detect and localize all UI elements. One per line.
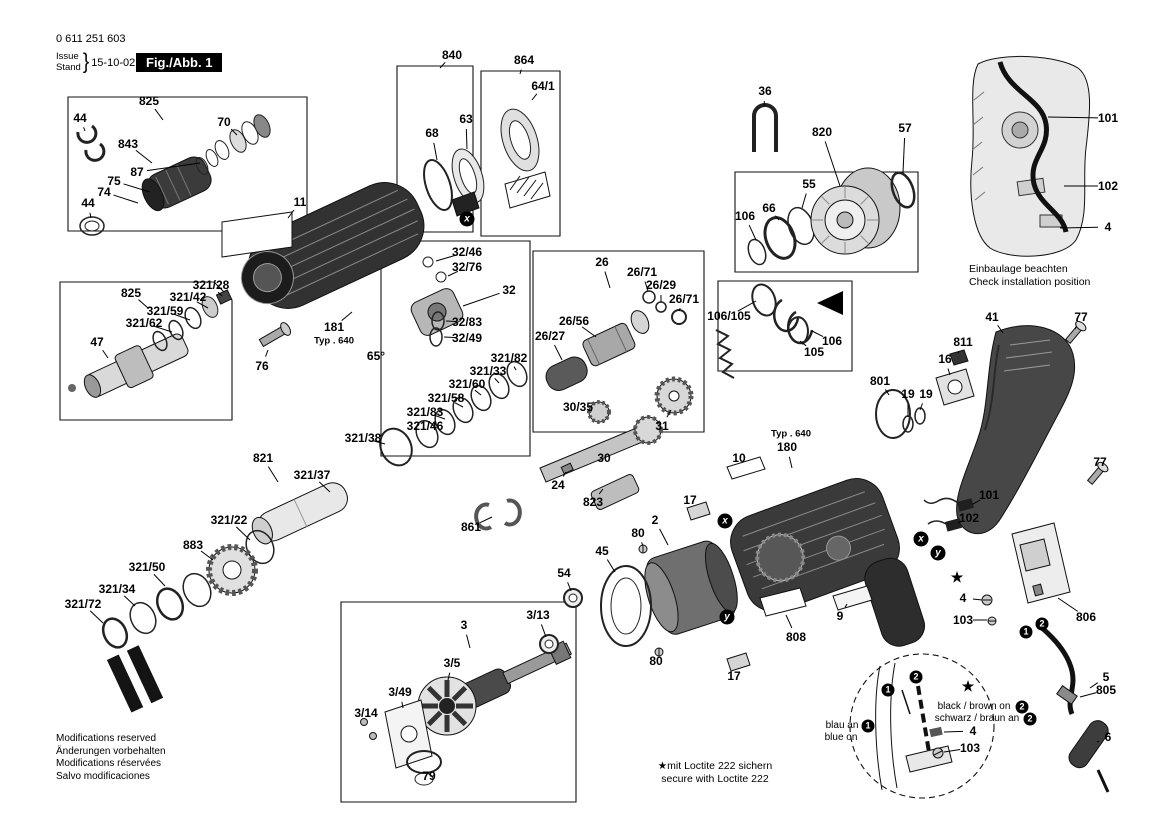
cable-routing xyxy=(997,61,1069,233)
modifications-note-es: Salvo modificaciones xyxy=(56,770,150,782)
fan xyxy=(417,676,477,736)
washers-105-106-group xyxy=(751,283,843,345)
installation-caption-de: Einbaulage beachten xyxy=(969,263,1068,275)
crank-housing-180 xyxy=(726,456,926,647)
armature-3-group xyxy=(360,634,573,786)
clip-36 xyxy=(752,103,778,152)
hammer-tube-821-group xyxy=(101,482,348,649)
group-frames xyxy=(59,65,995,803)
gasket-10 xyxy=(726,456,766,480)
loctite-note: ★mit Loctite 222 sichern secure with Loc… xyxy=(640,760,790,786)
plate-808 xyxy=(759,587,807,617)
issue-label-en: Issue xyxy=(56,51,79,63)
terminal-detail-inset-circle xyxy=(849,653,995,799)
spring xyxy=(715,329,735,379)
power-cord-group xyxy=(1040,626,1110,793)
chuck-parts-group xyxy=(76,114,271,236)
modifications-note-fr: Modifications réservées xyxy=(56,758,162,769)
direction-arrow xyxy=(817,291,843,315)
catalog-part-number: 0 611 251 603 xyxy=(56,33,126,45)
modifications-note-de: Änderungen vorbehalten xyxy=(56,745,166,757)
gear-31 xyxy=(654,376,694,416)
shaft-30-group xyxy=(474,415,663,531)
issue-brace: } xyxy=(82,50,90,75)
screw-76 xyxy=(258,322,292,348)
spindle-47-group xyxy=(68,289,292,398)
handle-41 xyxy=(956,325,1076,535)
wobble-32-group xyxy=(379,256,528,467)
stator-2-group xyxy=(563,501,751,672)
switch-806 xyxy=(981,522,1071,626)
screw-77-side xyxy=(1086,461,1109,486)
bearing-840-group xyxy=(423,108,551,217)
figure-label: Fig./Abb. 1 xyxy=(136,53,223,72)
modifications-note-en: Modifications reserved xyxy=(56,733,157,744)
plate-9 xyxy=(832,585,873,611)
installation-caption: Einbaulage beachten Check installation p… xyxy=(969,263,1090,289)
loctite-note-en: secure with Loctite 222 xyxy=(661,773,769,786)
hammer-tube-26-group xyxy=(545,290,735,424)
issue-block: Issue Stand } 15-10-02 xyxy=(56,50,136,75)
main-housing xyxy=(221,182,425,309)
terminal-inset xyxy=(875,662,953,791)
loctite-note-de: mit Loctite 222 sichern xyxy=(667,760,773,772)
brush-plate-group xyxy=(875,349,975,532)
screw-77-top xyxy=(1064,320,1087,345)
striker-rods xyxy=(106,645,164,713)
nameplate xyxy=(221,211,293,258)
issue-label-de: Stand xyxy=(56,62,81,73)
installation-inset xyxy=(970,55,1091,257)
gear-30-35 xyxy=(587,400,611,424)
gear-883 xyxy=(206,544,258,596)
installation-caption-en: Check installation position xyxy=(969,276,1091,289)
star-icon: ★ xyxy=(657,760,668,772)
clutch-820-group xyxy=(747,103,916,266)
issue-date: 15-10-02 xyxy=(91,57,136,69)
modifications-notes: Modifications reserved Änderungen vorbeh… xyxy=(56,733,166,783)
